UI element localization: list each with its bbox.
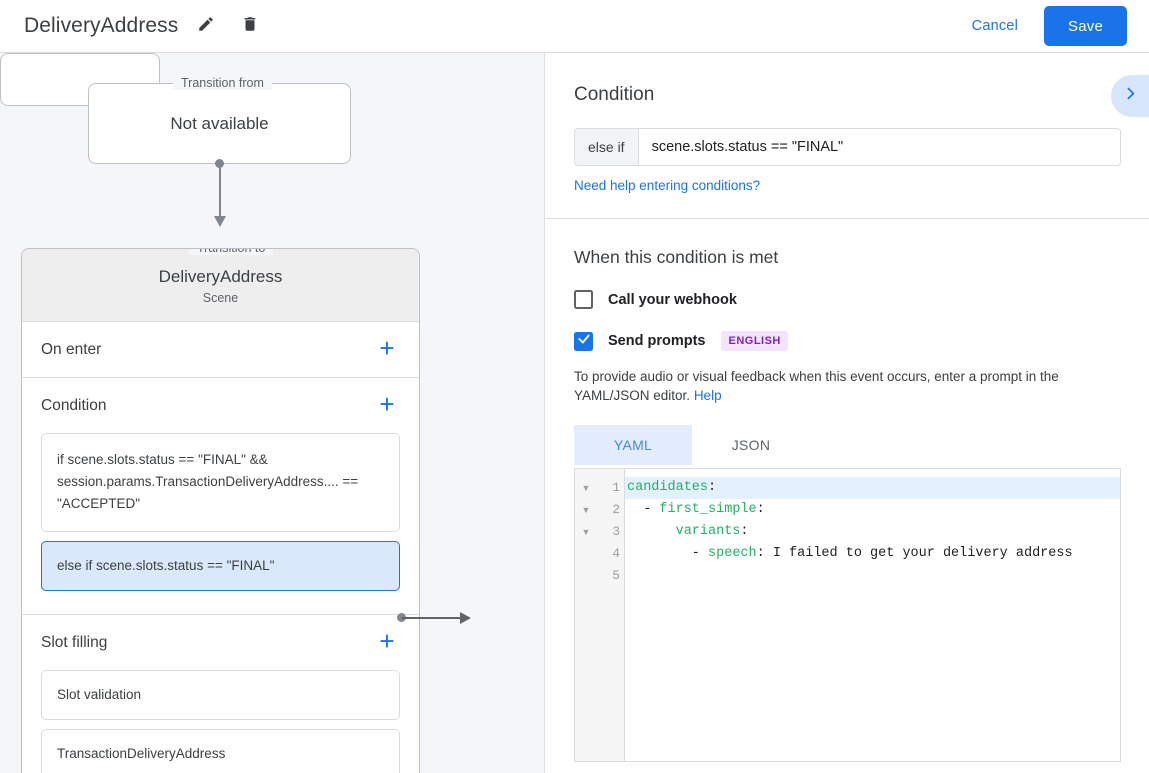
node-section-title: On enter [41,340,102,358]
fold-toggle-icon[interactable]: ▼ [581,505,591,515]
editor-format-tabs: YAML JSON [574,425,1121,465]
code-token: : I failed to get your delivery address [756,546,1073,561]
line-number: 4 [612,546,620,561]
page-title: DeliveryAddress [24,14,179,37]
line-number: 1 [612,480,620,495]
code-token: speech [708,546,757,561]
node-section-header: Condition + [41,378,400,433]
node-section-header: Slot filling + [41,615,400,670]
delete-button[interactable] [234,10,266,42]
trash-icon [241,15,259,38]
connector-arrow-right [460,612,471,624]
expand-panel-button[interactable] [1111,75,1149,117]
transition-from-title: Not available [170,113,269,133]
fold-gutter-blank [575,543,597,565]
prompts-help-link[interactable]: Help [693,388,722,403]
transition-from-node[interactable]: Transition from Not available [88,76,351,164]
code-token: - [627,546,709,561]
node-section-title: Condition [41,396,107,414]
node-sections: On enter + Condition + if scene.slots.status… [22,322,419,773]
webhook-checkbox[interactable] [574,290,593,309]
condition-block: Condition else if Need help entering con… [546,53,1149,218]
transition-to-title: DeliveryAddress [158,267,283,286]
edit-name-button[interactable] [190,10,222,42]
send-prompts-checkbox[interactable] [574,331,593,351]
node-item-chip[interactable]: if scene.slots.status == "FINAL" && sess… [41,433,400,532]
connector-arrow-down [214,216,226,227]
save-button[interactable]: Save [1044,6,1127,46]
prompts-description: To provide audio or visual feedback when… [574,367,1121,405]
condition-chip-selected[interactable]: else if scene.slots.status == "FINAL" [41,541,400,591]
node-section: On enter + [22,322,419,378]
condition-help-row: Need help entering conditions? [574,177,1121,218]
transition-to-header: DeliveryAddress Scene [22,249,419,322]
node-item-chip[interactable]: Slot validation [41,670,400,720]
code-line[interactable]: - speech: I failed to get your delivery … [625,543,1120,565]
language-badge: ENGLISH [721,331,788,351]
editor-line-numbers: 1 2 3 4 5 [597,469,625,761]
code-token: candidates [627,480,709,495]
node-section-title: Slot filling [41,633,108,651]
node-section-header: On enter + [41,322,400,377]
line-number: 5 [612,568,620,583]
code-line[interactable]: - first_simple: [625,499,1120,521]
connector-line-horizontal [402,617,462,619]
code-token [627,524,676,539]
node-item-chip[interactable]: TransactionDeliveryAddress [41,729,400,773]
fold-toggle-icon[interactable]: ▼ [581,527,591,537]
node-section: Condition + if scene.slots.status == "FINA… [22,378,419,615]
when-met-heading: When this condition is met [574,247,779,267]
line-number: 3 [612,524,620,539]
condition-prefix: else if [575,129,639,165]
transition-to-node[interactable]: Transition to DeliveryAddress Scene On e… [21,248,420,773]
connector-line-vertical [219,163,221,219]
line-number: 2 [612,502,620,517]
chevron-right-icon [1122,85,1139,107]
condition-expression-input[interactable] [638,129,1120,165]
cancel-button[interactable]: Cancel [958,9,1032,43]
editor-code-area[interactable]: candidates: - first_simple: variants: - … [625,469,1120,761]
condition-help-link[interactable]: Need help entering conditions? [574,178,761,193]
fold-gutter-blank [575,565,597,587]
code-token: : [708,480,717,495]
tab-json[interactable]: JSON [731,437,771,453]
transition-from-legend: Transition from [173,76,272,90]
code-line[interactable]: variants: [625,521,1120,543]
when-condition-met-block: When this condition is met Call your web… [546,219,1149,762]
code-line[interactable]: candidates: [625,477,1120,499]
send-prompts-row[interactable]: Send prompts ENGLISH [574,331,1121,351]
add-item-button[interactable]: + [379,389,395,419]
prompts-description-text: To provide audio or visual feedback when… [574,369,1059,403]
tab-yaml[interactable]: YAML [574,425,692,465]
code-token: : [756,502,765,517]
code-token: - [627,502,660,517]
app-header: DeliveryAddress Cancel Save [0,0,1149,53]
webhook-row[interactable]: Call your webhook [574,290,1121,309]
connector-dot-condition [397,613,406,622]
webhook-label: Call your webhook [608,291,737,308]
transition-to-subtitle: Scene [202,291,239,305]
add-item-button[interactable]: + [379,626,395,656]
code-line[interactable] [625,565,1120,587]
detail-divider [546,218,1149,219]
code-token: : [740,524,749,539]
send-prompts-label: Send prompts [608,333,706,349]
detail-panel: Condition else if Need help entering con… [546,53,1149,773]
transition-to-legend: Transition to [189,249,274,255]
code-token: variants [675,524,741,539]
fold-toggle-icon[interactable]: ▼ [581,483,591,493]
code-editor[interactable]: ▼ ▼ ▼ 1 2 3 4 5 candidates: - first_simple: va… [574,468,1121,762]
checkmark-icon [577,332,591,351]
editor-fold-gutter[interactable]: ▼ ▼ ▼ [575,469,597,761]
code-token: first_simple [659,502,757,517]
condition-input-row[interactable]: else if [574,128,1121,166]
condition-heading: Condition [574,84,655,105]
flow-canvas[interactable]: Transition from Not available Transition… [0,53,545,773]
add-item-button[interactable]: + [379,333,395,363]
pencil-icon [197,15,215,38]
